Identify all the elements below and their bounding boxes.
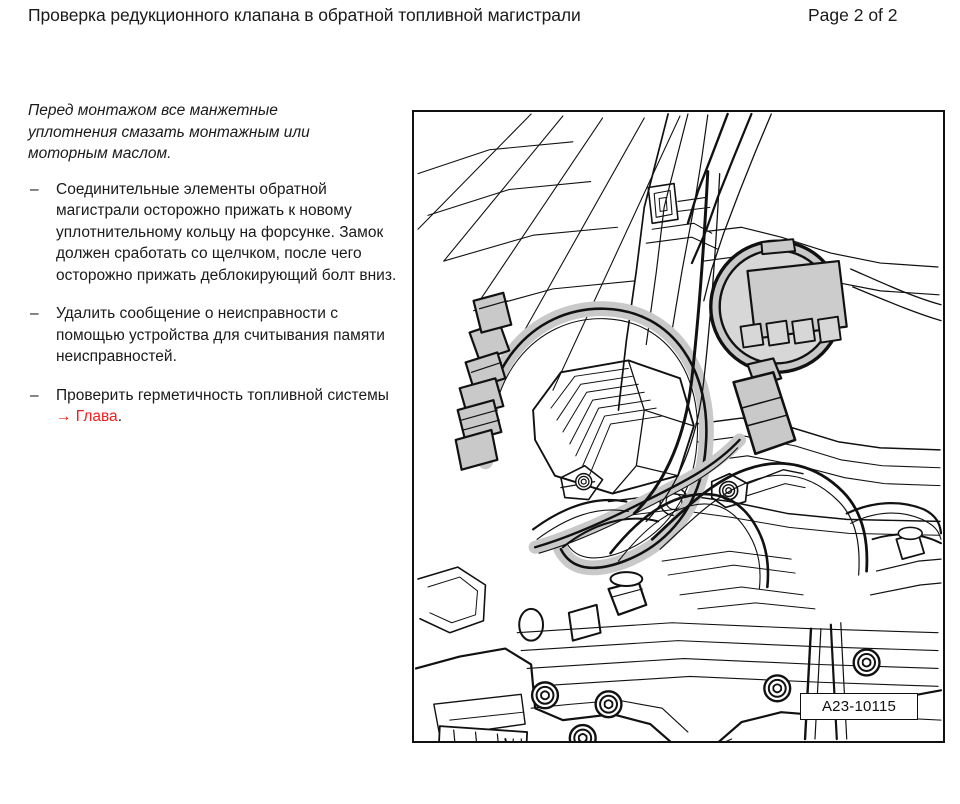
bullet-dash-icon: – [30,305,39,322]
bullet-dash-icon: – [30,386,39,404]
instruction-text-column: Перед монтажом все манжетные уплотнения … [28,100,400,445]
list-item-text: Удалить сообщение о неисправности с помо… [56,305,385,365]
intro-note: Перед монтажом все манжетные уплотнения … [28,102,310,162]
bullet-dash-icon: – [30,180,39,198]
list-item: – Соединительные элементы обратной магис… [28,179,400,287]
figure-caption-code: A23-10115 [800,693,918,720]
list-item-text-tail: . [117,408,122,425]
chapter-cross-reference-link[interactable]: → Глава [56,408,118,425]
figure-illustration [412,110,945,743]
page-title: Проверка редукционного клапана в обратно… [28,5,581,25]
list-item-text: Проверить герметичность топливной систем… [56,387,389,426]
page-number: Page 2 of 2 [808,5,898,25]
list-item: – Удалить сообщение о неисправности с по… [28,303,400,368]
list-item: – Проверить герметичность топливной сист… [28,385,400,428]
engine-bay-line-drawing [414,112,943,741]
list-item-text-lead: Проверить герметичность топливной систем… [56,386,389,404]
page-header: Проверка редукционного клапана в обратно… [0,0,960,34]
list-item-text: Соединительные элементы обратной магистр… [56,180,397,284]
